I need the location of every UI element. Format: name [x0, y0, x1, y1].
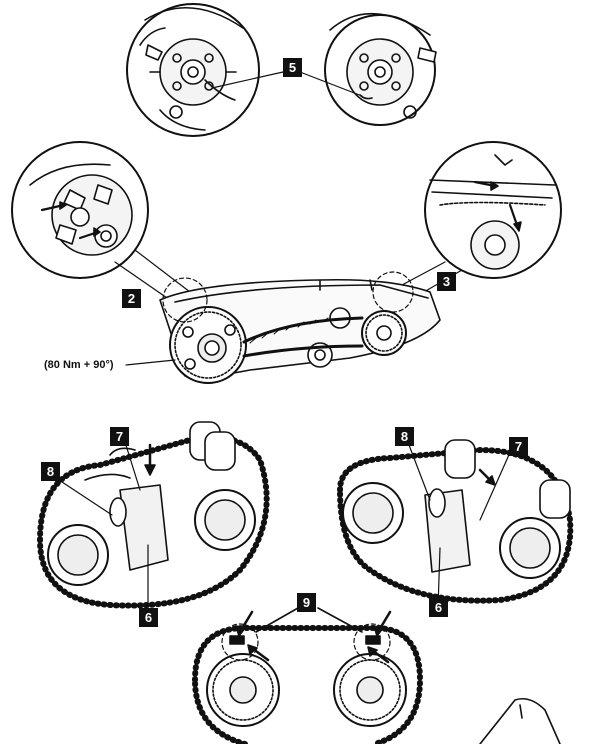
cam-chain-bottom [192, 607, 561, 747]
callout-8-left: 8 [41, 462, 60, 481]
callout-5: 5 [283, 58, 302, 77]
leader-lines-5 [211, 71, 363, 97]
callout-8-right: 8 [395, 427, 414, 446]
detail-view-tensioner [424, 141, 562, 279]
cam-chain-right [337, 439, 574, 604]
callout-6-left: 6 [139, 608, 158, 627]
callout-3: 3 [437, 272, 456, 291]
detail-view-left-sprocket [126, 3, 260, 137]
callout-2: 2 [122, 289, 141, 308]
cam-chain-left [37, 421, 270, 609]
detail-view-crank-sprocket [11, 141, 149, 279]
callout-7-right: 7 [509, 437, 528, 456]
callout-9: 9 [297, 593, 316, 612]
callout-7-left: 7 [110, 427, 129, 446]
detail-view-right-sprocket [324, 12, 437, 126]
torque-spec: (80 Nm + 90°) [44, 359, 114, 371]
engine-timing-belt-assembly [125, 271, 441, 384]
callout-6-right: 6 [429, 598, 448, 617]
